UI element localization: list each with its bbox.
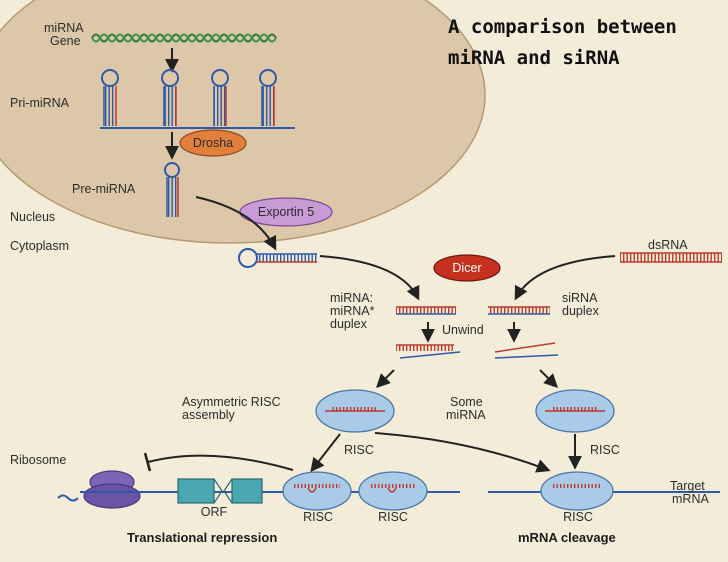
title-line-2: miRNA and siRNA [448, 47, 620, 69]
mirna-duplex-label-3: duplex [330, 317, 368, 331]
risc-complex-left [315, 389, 395, 433]
sirna-duplex [488, 306, 550, 315]
mrna-cleavage-caption: mRNA cleavage [518, 530, 616, 545]
unwound-sirna-strands [494, 342, 559, 359]
some-mirna-label-2: miRNA [446, 408, 486, 422]
arrow-dicer-sirna [514, 255, 616, 301]
asymmetric-risc-label-1: Asymmetric RISC [182, 395, 281, 409]
mirna-gene-label-1: miRNA [44, 21, 84, 35]
arrow-dicer-mirna [319, 255, 420, 301]
some-mirna-label-1: Some [450, 395, 483, 409]
inhibition-bar [143, 452, 152, 472]
pri-mirna-label: Pri-miRNA [10, 96, 70, 110]
target-mrna-label-2: mRNA [672, 492, 709, 506]
dna-gene [91, 33, 277, 43]
nucleus-region [0, 0, 486, 244]
drosha-label: Drosha [193, 136, 233, 150]
asymmetric-risc-label-2: assembly [182, 408, 236, 422]
risc-complex-right [535, 389, 615, 433]
mirna-duplex-label-2: miRNA* [330, 304, 375, 318]
dicer-enzyme [433, 254, 501, 282]
title-line-1: A comparison between [448, 16, 677, 38]
pre-mirna-label: Pre-miRNA [72, 182, 136, 196]
pri-mirna-transcript [100, 69, 295, 129]
unwind-label: Unwind [442, 323, 484, 337]
arrow-risc-to-repression [310, 433, 341, 473]
ribosome-label: Ribosome [10, 453, 66, 467]
dsrna-molecule [620, 252, 722, 263]
arrow-export [195, 196, 277, 251]
sirna-duplex-label-2: duplex [562, 304, 600, 318]
orf-region [177, 478, 263, 504]
cytoplasm-label: Cytoplasm [10, 239, 69, 253]
risc-bottom-label-2: RISC [378, 510, 408, 524]
pre-mirna-hairpin [164, 162, 180, 217]
risc-arrow-label-right: RISC [590, 443, 620, 457]
target-mrna-label-1: Target [670, 479, 705, 493]
nucleus-label: Nucleus [10, 210, 55, 224]
dicer-label: Dicer [452, 261, 481, 275]
sirna-duplex-label-1: siRNA [562, 291, 598, 305]
arrow-some-mirna-to-cleavage [374, 432, 551, 473]
cytoplasmic-pre-mirna [238, 248, 317, 268]
risc-bound-1 [282, 471, 352, 511]
mirna-gene-label-2: Gene [50, 34, 81, 48]
ribosome [83, 470, 141, 509]
risc-bound-3 [540, 471, 614, 511]
arrow-to-risc-left [376, 369, 395, 388]
unwound-mirna-strands [396, 344, 461, 359]
inhibition-arrow [147, 454, 294, 471]
mirna-duplex-label-1: miRNA: [330, 291, 373, 305]
dsrna-label: dsRNA [648, 238, 688, 252]
risc-bottom-label-1: RISC [303, 510, 333, 524]
drosha-enzyme [179, 129, 247, 157]
risc-arrow-label-left: RISC [344, 443, 374, 457]
exportin-label: Exportin 5 [258, 205, 314, 219]
risc-bound-2 [358, 471, 428, 511]
translational-repression-caption: Translational repression [127, 530, 277, 545]
risc-bottom-label-3: RISC [563, 510, 593, 524]
orf-label: ORF [201, 505, 228, 519]
mirna-duplex [396, 306, 456, 315]
arrow-to-risc-right [539, 369, 558, 388]
